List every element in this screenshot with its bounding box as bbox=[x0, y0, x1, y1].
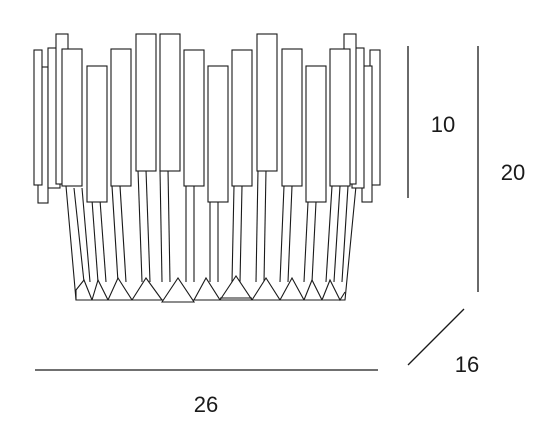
wall-lamp-drawing bbox=[33, 33, 381, 303]
prism-tips bbox=[75, 275, 346, 303]
back-crystals bbox=[33, 33, 381, 204]
dimension-height-upper: 10 bbox=[407, 46, 455, 198]
depth-label: 16 bbox=[455, 352, 479, 377]
dimension-width: 26 bbox=[35, 369, 378, 417]
lower-prism-body bbox=[65, 169, 357, 301]
front-crystals bbox=[61, 33, 351, 203]
height-total-label: 20 bbox=[501, 160, 525, 185]
height-upper-label: 10 bbox=[431, 112, 455, 137]
dimension-height-total: 20 bbox=[477, 46, 525, 292]
width-label: 26 bbox=[194, 392, 218, 417]
dimension-depth: 16 bbox=[407, 308, 479, 377]
